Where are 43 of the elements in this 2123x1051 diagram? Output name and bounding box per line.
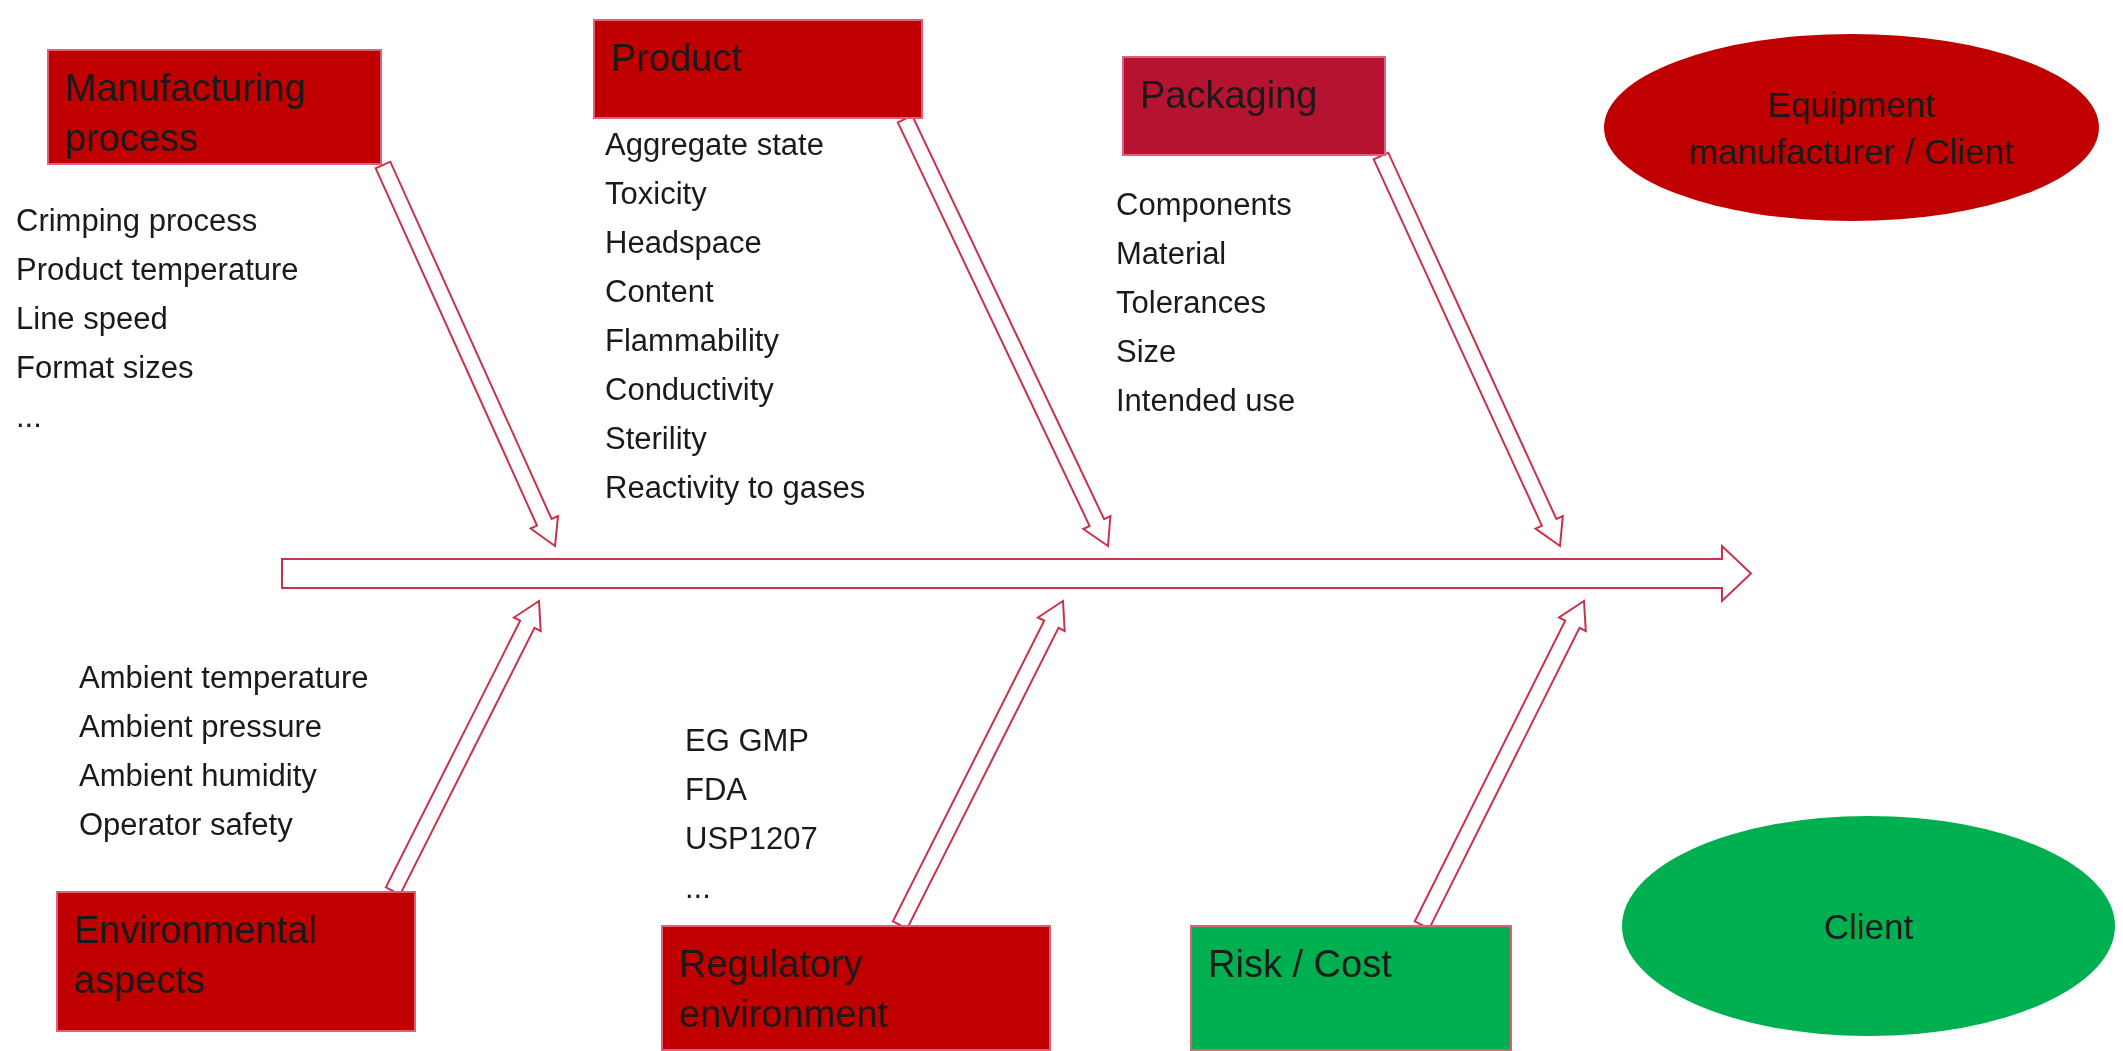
list-item: Aggregate state (605, 126, 825, 164)
category-label: Risk / Cost (1208, 942, 1392, 987)
list-item: Size (1116, 333, 1178, 371)
list-item: Ambient temperature (79, 659, 369, 697)
list-item: Line speed (16, 300, 169, 338)
list-item: Reactivity to gases (605, 469, 866, 507)
list-item: Flammability (605, 322, 780, 360)
list-item: Content (605, 273, 715, 311)
hollow-arrow (1372, 151, 1564, 548)
list-item: Toxicity (605, 175, 708, 213)
list-item: EG GMP (685, 722, 810, 760)
list-item: Intended use (1116, 382, 1296, 420)
spine-arrow (281, 543, 1753, 604)
category-label: Product (611, 36, 742, 81)
list-item: USP1207 (685, 820, 818, 858)
category-box (47, 49, 382, 165)
list-item: Ambient pressure (79, 708, 323, 746)
category-label: Packaging (1140, 73, 1318, 118)
category-label: Equipment manufacturer / Client (1688, 83, 2015, 173)
list-item: Headspace (605, 224, 763, 262)
list-item: Sterility (605, 420, 708, 458)
category-label: Environmental aspects (74, 908, 318, 1003)
category-box (1122, 56, 1386, 156)
category-box (593, 19, 923, 119)
list-item: Material (1116, 235, 1228, 273)
list-item: Conductivity (605, 371, 775, 409)
category-box (56, 891, 416, 1032)
list-item: Components (1116, 186, 1293, 224)
list-item: Product temperature (16, 251, 299, 289)
list-item: Crimping process (16, 202, 259, 240)
hollow-arrow (374, 160, 560, 548)
list-item: FDA (685, 771, 748, 809)
list-item: Operator safety (79, 806, 294, 844)
category-box (661, 925, 1051, 1051)
list-item: ... (685, 869, 712, 907)
list-item: ... (16, 398, 43, 436)
category-box (1190, 925, 1512, 1051)
list-item: Ambient humidity (79, 757, 318, 795)
category-label: Client (1823, 905, 1914, 948)
category-label: Manufacturing process (65, 66, 307, 161)
list-item: Tolerances (1116, 284, 1267, 322)
list-item: Format sizes (16, 349, 195, 387)
category-label: Regulatory environment (679, 942, 890, 1037)
